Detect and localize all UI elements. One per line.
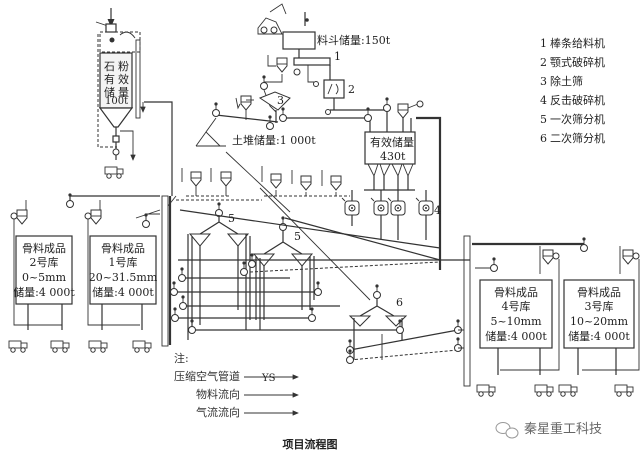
truck-icon [50, 340, 70, 353]
label-machine-5b: 5 [294, 230, 301, 243]
svg-text:储量:4 000t: 储量:4 000t [92, 285, 154, 299]
excavator-icon [257, 17, 283, 35]
svg-text:2号库: 2号库 [30, 256, 59, 269]
label-machine-4: 4 [434, 204, 441, 217]
truck-icon [534, 384, 554, 397]
label-machine-1: 1 [334, 50, 341, 63]
impact-crusher-4c [387, 197, 406, 216]
left-warehouses [8, 192, 161, 353]
label-machine-2: 2 [348, 83, 355, 96]
watermark-text: 秦星重工科技 [524, 421, 602, 437]
svg-text:储量:4 000t: 储量:4 000t [13, 285, 75, 299]
svg-text:1号库: 1号库 [109, 256, 138, 269]
impact-crusher-4d [415, 197, 434, 216]
warehouse-4-box [479, 279, 553, 349]
svg-text:骨料成品: 骨料成品 [494, 285, 538, 299]
powder-silo-capacity: 100t [105, 96, 128, 107]
hopper-box [282, 31, 316, 50]
note-material-flow-label: 物料流向 [196, 387, 240, 401]
secondary-screen-6 [188, 283, 462, 364]
surge-bin-line2: 430t [380, 150, 406, 163]
warehouse-1-box [89, 235, 157, 305]
label-machine-6: 6 [396, 296, 403, 309]
wechat-icon [495, 422, 519, 439]
truck-icon [88, 340, 108, 353]
svg-text:骨料成品: 骨料成品 [577, 285, 621, 299]
watermark: 秦星重工科技 [495, 421, 602, 439]
right-warehouses [458, 235, 640, 397]
surge-bin-line1: 有效储量 [370, 135, 414, 149]
svg-text:0~5mm: 0~5mm [22, 271, 67, 284]
label-machine-5a: 5 [228, 212, 235, 225]
svg-text:4号库: 4号库 [502, 300, 531, 313]
soil-pile-label: 土堆储量:1 000t [232, 133, 316, 147]
truck-icon [614, 384, 634, 397]
label-machine-3: 3 [277, 94, 284, 107]
truck-icon [8, 340, 28, 353]
svg-text:20~31.5mm: 20~31.5mm [89, 271, 158, 284]
impact-crusher-4a [341, 197, 360, 216]
jaw-crusher-2 [323, 79, 345, 99]
warehouse-1-text: 骨料成品 1号库 20~31.5mm 储量:4 000t [89, 241, 158, 299]
dust-collector-icon [276, 57, 288, 73]
impact-crusher-4b [370, 197, 389, 216]
warehouse-2-box [15, 235, 73, 305]
notes-heading: 注: [174, 351, 189, 365]
warehouse-2-text: 骨料成品 2号库 0~5mm 储量:4 000t [13, 241, 75, 299]
warehouse-3-text: 骨料成品 3号库 10~20mm 储量:4 000t [568, 285, 630, 343]
note-air-flow-label: 气流流向 [196, 405, 240, 419]
powder-silo-col2: 粉效量 [118, 60, 129, 99]
truck-icon [132, 340, 152, 353]
hopper-section [195, 3, 442, 270]
note-compressed-air-code: YS [261, 373, 276, 384]
svg-text:储量:4 000t: 储量:4 000t [568, 329, 630, 343]
svg-text:储量:4 000t: 储量:4 000t [485, 329, 547, 343]
truck-icon [558, 384, 578, 397]
surge-bin [341, 131, 434, 240]
hopper-label: 料斗储量:150t [317, 33, 391, 47]
warehouse-3-box [563, 279, 635, 349]
svg-text:5~10mm: 5~10mm [490, 315, 542, 328]
svg-text:10~20mm: 10~20mm [570, 315, 629, 328]
diagram-title: 项目流程图 [283, 437, 338, 451]
warehouse-4-text: 骨料成品 4号库 5~10mm 储量:4 000t [485, 285, 547, 343]
bar-feeder-1 [293, 57, 331, 66]
svg-text:骨料成品: 骨料成品 [22, 241, 66, 255]
note-compressed-air-label: 压缩空气管道 [174, 369, 240, 383]
notes-legend: 注: 压缩空气管道 YS 物料流向 气流流向 [174, 351, 299, 419]
powder-truck-icon [104, 166, 124, 179]
truck-icon [476, 384, 496, 397]
powder-silo-col1: 石有储 [104, 60, 115, 99]
powder-silo [95, 8, 173, 196]
soil-screen-3 [258, 91, 291, 111]
dust-collector-row [161, 166, 350, 347]
primary-screens-5 [170, 151, 470, 340]
svg-text:3号库: 3号库 [585, 300, 614, 313]
svg-text:骨料成品: 骨料成品 [101, 241, 145, 255]
